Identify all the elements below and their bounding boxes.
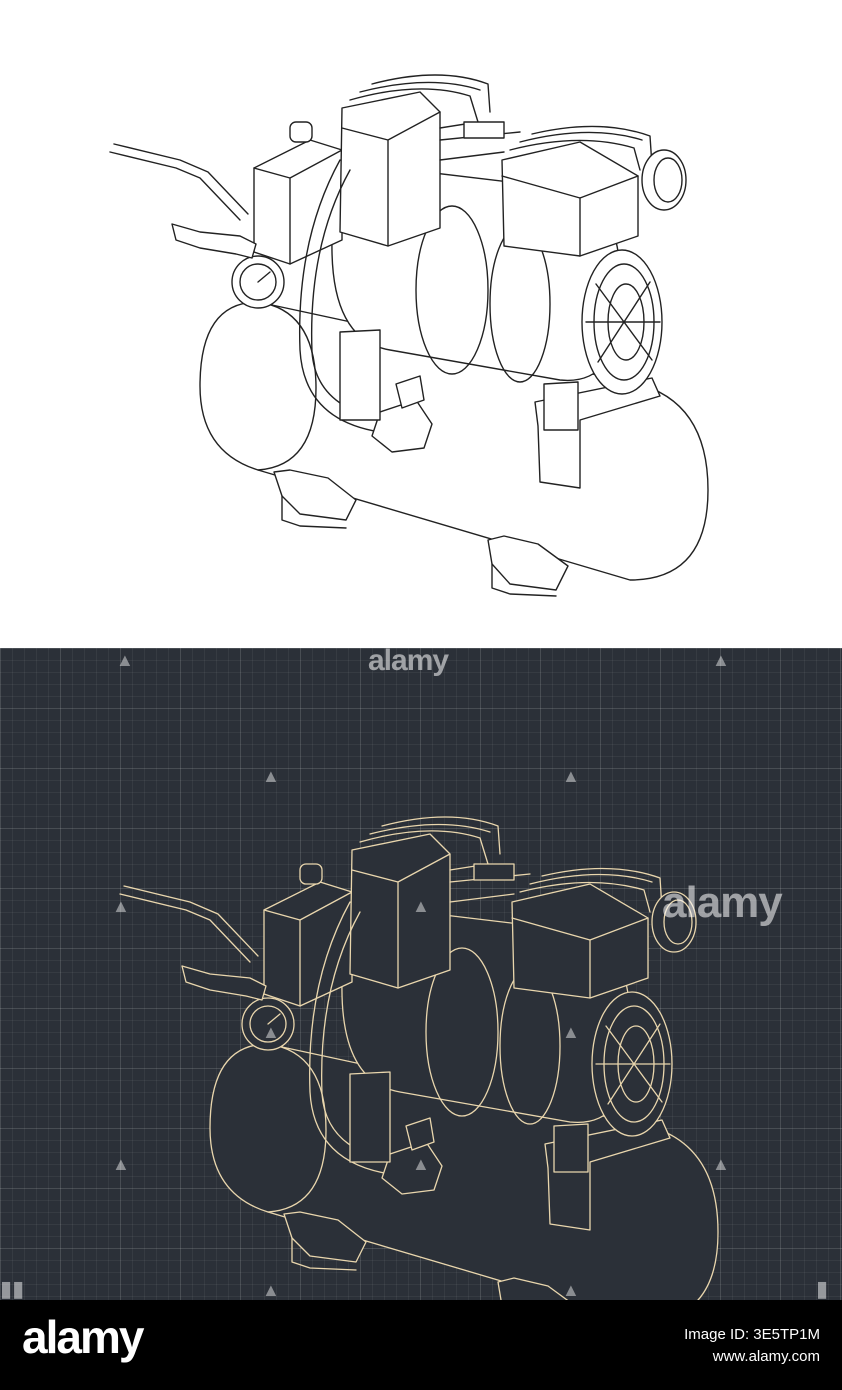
watermark-top: alamy xyxy=(368,648,449,677)
light-drawing-panel xyxy=(0,0,842,648)
footer-logo[interactable]: alamy xyxy=(22,1311,144,1363)
watermark-mark-icon: ▲ xyxy=(262,1022,280,1042)
image-id: Image ID: 3E5TP1M xyxy=(684,1326,820,1343)
watermark-mark-icon: ▲ xyxy=(562,766,580,786)
watermark-mark-icon: ▲ xyxy=(116,650,134,670)
dark-blueprint-panel: alamy alamy ▲ ▲ ▲ ▲ ▲ ▲ ▲ ▲ ▲ ▲ ▲ ▲ ▲ xyxy=(0,648,842,1300)
edge-watermark-left: ▮▮ xyxy=(0,1276,25,1301)
watermark-mark-icon: ▲ xyxy=(112,896,130,916)
watermark-mark-icon: ▲ xyxy=(412,896,430,916)
watermark-mark-icon: ▲ xyxy=(262,1280,280,1300)
watermark-mark-icon: ▲ xyxy=(562,1022,580,1042)
site-link[interactable]: www.alamy.com xyxy=(712,1348,820,1365)
compressor-drawing-light xyxy=(109,74,709,597)
watermark-mark-icon: ▲ xyxy=(562,1280,580,1300)
watermark-mark-icon: ▲ xyxy=(712,650,730,670)
watermark-mark-icon: ▲ xyxy=(262,766,280,786)
compressor-drawing-dark xyxy=(119,816,719,1300)
watermark-right: alamy xyxy=(662,878,783,927)
edge-watermark-right: ▮ xyxy=(816,1276,829,1301)
watermark-mark-icon: ▲ xyxy=(712,1154,730,1174)
watermark-mark-icon: ▲ xyxy=(412,1154,430,1174)
watermark-mark-icon: ▲ xyxy=(112,1154,130,1174)
footer-bar: alamy Image ID: 3E5TP1M www.alamy.com xyxy=(0,1300,842,1390)
footer-info: Image ID: 3E5TP1M www.alamy.com xyxy=(684,1324,820,1368)
